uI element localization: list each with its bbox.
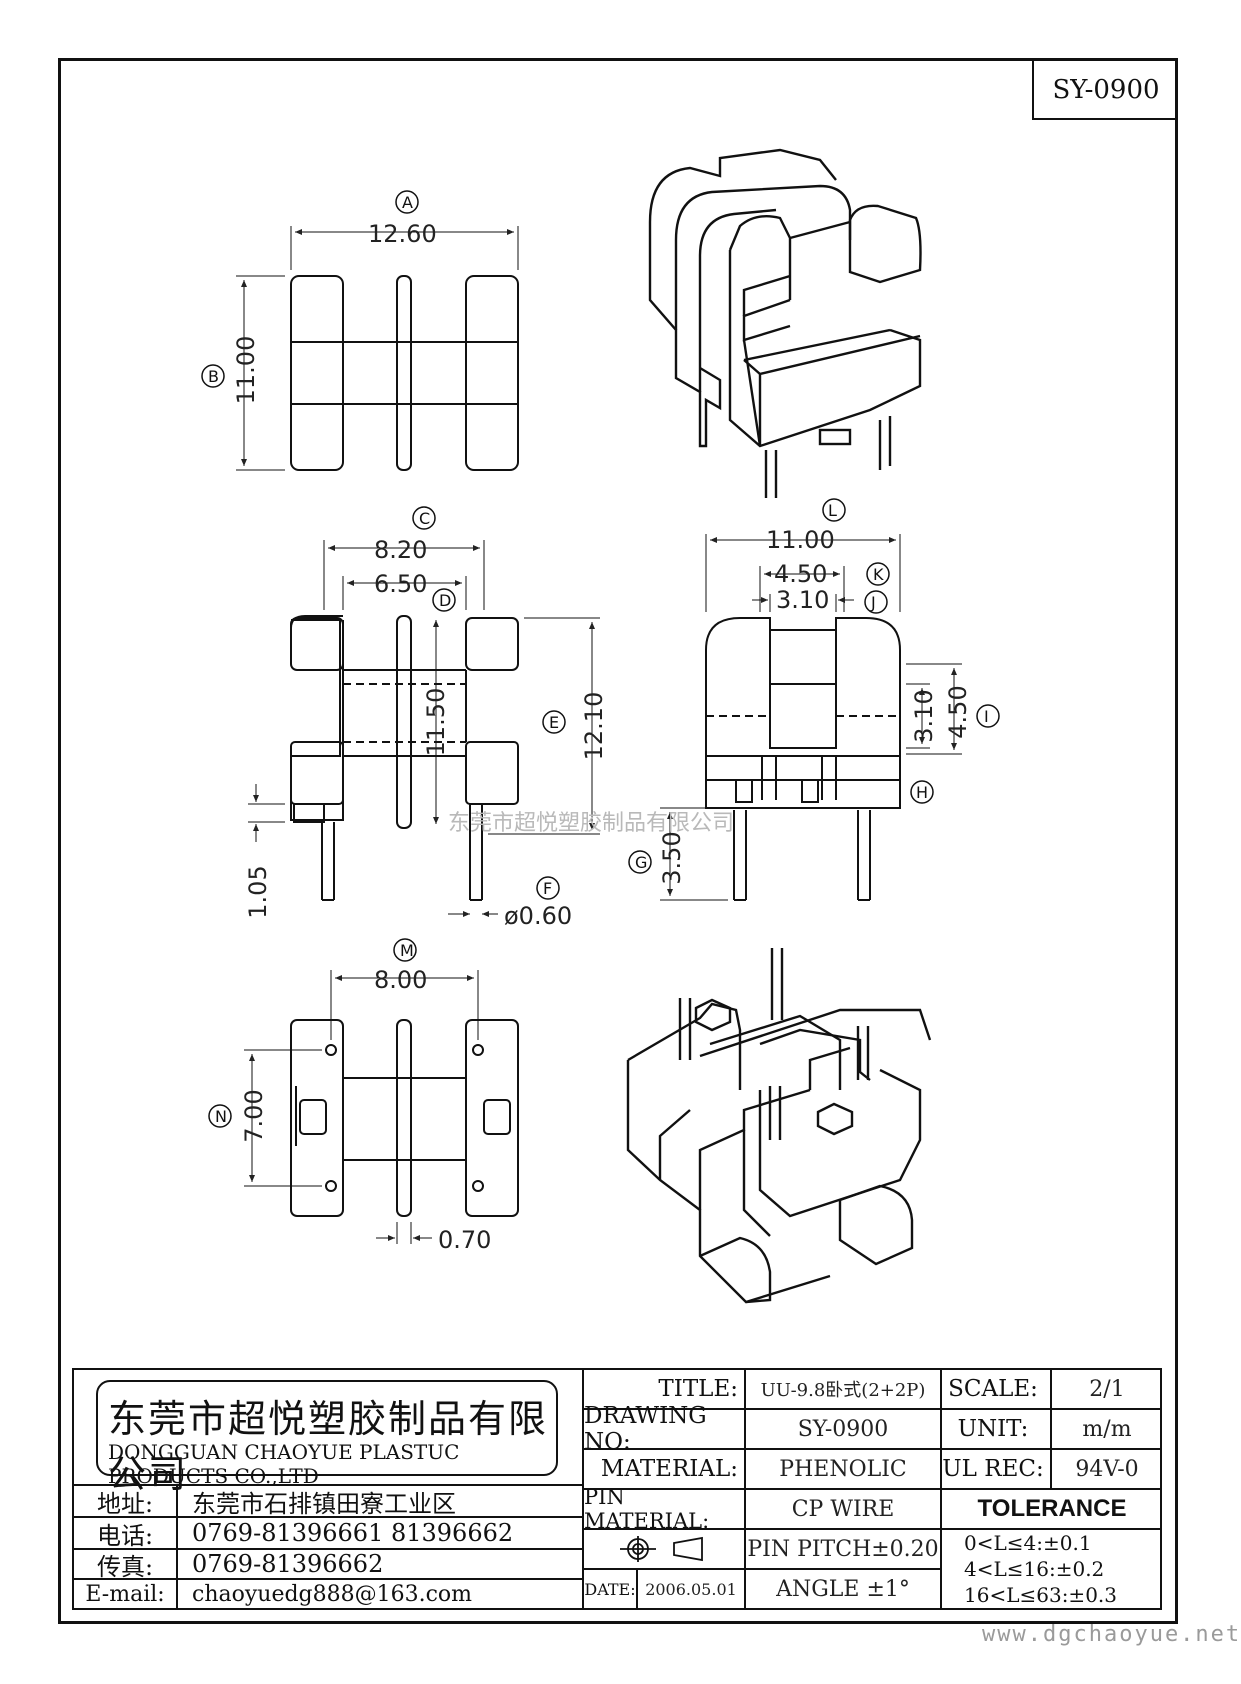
dim-f-label: F <box>543 879 552 898</box>
email-key: E-mail: <box>74 1580 178 1608</box>
bottom-view <box>208 938 519 1244</box>
phone-key: 电话: <box>74 1518 178 1550</box>
watermark: 东莞市超悦塑胶制品有限公司 <box>448 811 734 836</box>
address-value: 东莞市石排镇田寮工业区 <box>178 1486 584 1518</box>
dim-k-label: K <box>873 565 884 584</box>
dim-i-label: I <box>984 707 989 726</box>
ul-key: UL REC: <box>942 1450 1052 1490</box>
dim-e-value: 12.10 <box>580 692 608 761</box>
email-value: chaoyuedg888@163.com <box>178 1580 584 1608</box>
dim-a-label: A <box>402 193 413 212</box>
date-value: 2006.05.01 <box>638 1570 746 1608</box>
isometric-view-top <box>648 148 922 498</box>
drawing-no-key: DRAWING NO: <box>584 1403 746 1455</box>
dim-l-label: L <box>828 501 837 520</box>
top-view <box>201 190 519 471</box>
date-key: DATE: <box>584 1570 638 1608</box>
dim-j-value: 3.10 <box>776 586 829 614</box>
dim-a-value: 12.60 <box>368 220 437 248</box>
dim-k-value: 4.50 <box>774 560 827 588</box>
unit-value: m/m <box>1052 1410 1162 1450</box>
dim-n-value: 7.00 <box>240 1089 268 1142</box>
dim-n-label: N <box>215 1107 227 1126</box>
dim-g-label: G <box>635 853 647 872</box>
dim-e-label: E <box>549 713 559 732</box>
unit-key: UNIT: <box>942 1410 1052 1450</box>
drawing-sheet-border <box>58 58 1178 1624</box>
dim-c-value: 8.20 <box>374 536 427 564</box>
material-key: MATERIAL: <box>584 1450 746 1490</box>
scale-key: SCALE: <box>942 1370 1052 1410</box>
dim-d-value: 6.50 <box>374 570 427 598</box>
dim-m-value: 8.00 <box>374 966 427 994</box>
company-frame: 东莞市超悦塑胶制品有限公司 DONGGUAN CHAOYUE PLASTUC P… <box>96 1380 558 1496</box>
drawing-number-box: SY-0900 <box>1032 61 1178 120</box>
website-text: www.dgchaoyue.net <box>982 1622 1241 1647</box>
front-view <box>248 506 600 917</box>
fax-value: 0769-81396662 <box>178 1550 584 1580</box>
pin-pitch: PIN PITCH±0.20 <box>746 1530 942 1570</box>
dim-b-label: B <box>208 367 219 386</box>
drawing-number: SY-0900 <box>1052 74 1160 105</box>
dim-d-label: D <box>439 591 451 610</box>
title-block: 东莞市超悦塑胶制品有限公司 DONGGUAN CHAOYUE PLASTUC P… <box>72 1368 1162 1610</box>
scale-value: 2/1 <box>1052 1370 1162 1410</box>
isometric-view-bottom <box>626 948 932 1304</box>
ul-value: 94V-0 <box>1052 1450 1162 1490</box>
title-key: TITLE: <box>584 1370 746 1410</box>
company-name-en: DONGGUAN CHAOYUE PLASTUC PRODUCTS CO.,LT… <box>108 1440 460 1488</box>
third-angle-projection-icon <box>620 1536 703 1562</box>
fax-key: 传真: <box>74 1550 178 1581</box>
dim-j-label: J <box>870 593 876 612</box>
dim-c-label: C <box>419 509 430 528</box>
dim-l-value: 11.00 <box>766 526 835 554</box>
dim-h-label: H <box>916 783 928 802</box>
dim-p1-value: 1.05 <box>244 865 272 918</box>
address-key: 地址: <box>74 1486 178 1518</box>
dim-i-value: 4.50 <box>944 685 972 738</box>
tolerance-row-3: 16<L≤63:±0.3 <box>964 1583 1117 1607</box>
pin-material-key: PIN MATERIAL: <box>584 1485 746 1533</box>
material-value: PHENOLIC <box>746 1450 942 1490</box>
dim-g-value: 3.50 <box>658 831 686 884</box>
drawing-no-value: SY-0900 <box>746 1410 942 1450</box>
tolerance-key: TOLERANCE <box>942 1490 1162 1530</box>
side-view <box>628 498 1000 901</box>
dim-d2-value: 11.50 <box>422 688 450 757</box>
dim-i2-value: 3.10 <box>910 689 938 742</box>
tolerance-row-2: 4<L≤16:±0.2 <box>964 1557 1105 1581</box>
phone-value: 0769-81396661 81396662 <box>178 1518 584 1550</box>
projection-symbol-cell <box>584 1530 746 1570</box>
dim-p2-value: 0.70 <box>438 1226 491 1254</box>
tolerance-row-1: 0<L≤4:±0.1 <box>964 1531 1092 1555</box>
company-name-cn: 东莞市超悦塑胶制品有限公司 <box>108 1397 549 1496</box>
dim-m-label: M <box>400 941 414 960</box>
company-cell: 东莞市超悦塑胶制品有限公司 DONGGUAN CHAOYUE PLASTUC P… <box>74 1370 584 1496</box>
angle: ANGLE ±1° <box>746 1570 942 1608</box>
dim-f-value: ø0.60 <box>504 902 572 930</box>
dim-b-value: 11.00 <box>232 336 260 405</box>
title-value: UU-9.8卧式(2+2P) <box>746 1370 942 1410</box>
pin-material-value: CP WIRE <box>746 1490 942 1530</box>
